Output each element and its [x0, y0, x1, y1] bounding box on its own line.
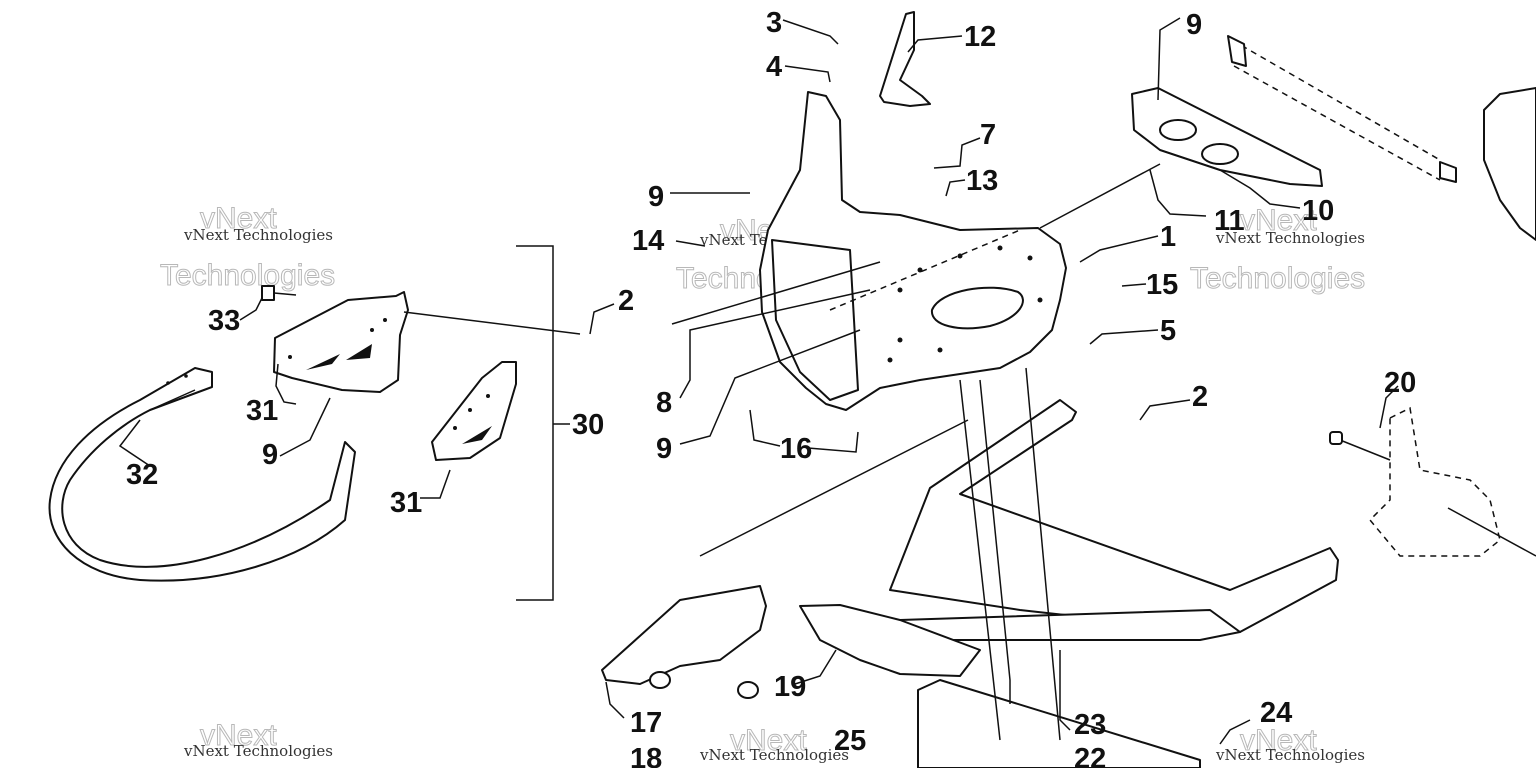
svg-text:vNext Technologies: vNext Technologies	[699, 746, 849, 764]
svg-text:Technologies: Technologies	[160, 259, 335, 292]
svg-text:vNext Technologies: vNext Technologies	[183, 226, 333, 244]
leaders	[118, 17, 1399, 745]
part-main-frame	[799, 399, 1339, 677]
svg-text:vNext: vNext	[730, 724, 807, 757]
callout-23: 23	[1074, 709, 1106, 741]
callout-9-top: 9	[1186, 9, 1202, 41]
svg-text:vNext Technologies: vNext Technologies	[183, 742, 333, 760]
part-plate-12	[879, 11, 931, 107]
part-bracket-upper	[273, 291, 409, 393]
watermark-block-left: vNext vNext Technologies Technologies	[160, 202, 336, 293]
svg-text:vNext: vNext	[200, 719, 277, 752]
callout-2-right: 2	[1192, 381, 1208, 413]
callout-16: 16	[780, 433, 812, 465]
watermark-block-bottom-right: vNext vNext Technologies	[1215, 724, 1365, 765]
callout-17: 17	[630, 707, 662, 739]
callout-3: 3	[766, 7, 782, 39]
svg-text:Technologies: Technologies	[1190, 262, 1365, 295]
watermark-block-right: vNext vNext Technologies Technologies	[1190, 204, 1366, 296]
part-right-mount	[1483, 87, 1536, 241]
group-bracket-30	[516, 245, 570, 601]
callout-13: 13	[966, 165, 998, 197]
callout-31-upper: 31	[246, 395, 278, 427]
callout-31-lower: 31	[390, 487, 422, 519]
callout-25: 25	[834, 725, 866, 757]
part-bracket-17	[601, 585, 767, 699]
part-crossbar-dashed	[1227, 35, 1457, 183]
part-bracket-10	[1131, 87, 1323, 187]
watermark-block-bottom-left: vNext vNext Technologies	[183, 719, 333, 761]
callout-7: 7	[980, 119, 996, 151]
callout-8: 8	[656, 387, 672, 419]
svg-text:vNext: vNext	[1240, 204, 1317, 237]
callout-5: 5	[1160, 315, 1176, 347]
callout-12: 12	[964, 21, 996, 53]
svg-text:vNext: vNext	[1240, 724, 1317, 757]
callout-19: 19	[774, 671, 806, 703]
callout-18: 18	[630, 743, 662, 768]
callout-22: 22	[1074, 743, 1106, 768]
callout-9-bracket: 9	[262, 439, 278, 471]
callout-30: 30	[572, 409, 604, 441]
part-bumper	[48, 367, 356, 582]
part-bulkhead	[759, 91, 1067, 411]
callout-33: 33	[208, 305, 240, 337]
callout-1: 1	[1160, 221, 1176, 253]
callout-20: 20	[1384, 367, 1416, 399]
part-bolt-33	[261, 285, 297, 301]
callout-4: 4	[766, 51, 782, 83]
callout-24: 24	[1260, 697, 1292, 729]
callout-9-left: 9	[648, 181, 664, 213]
callout-10: 10	[1302, 195, 1334, 227]
callout-9-mid: 9	[656, 433, 672, 465]
callout-11: 11	[1214, 205, 1245, 237]
callout-15: 15	[1146, 269, 1178, 301]
part-bracket-lower	[431, 361, 517, 461]
part-bracket-20	[1329, 406, 1536, 557]
callout-2-left: 2	[618, 285, 634, 317]
svg-text:vNext: vNext	[200, 202, 277, 235]
callout-14: 14	[632, 225, 664, 257]
svg-text:vNext Technologies: vNext Technologies	[1215, 229, 1365, 247]
watermark-block-bottom-center: vNext vNext Technologies	[699, 724, 849, 765]
callout-32: 32	[126, 459, 158, 491]
svg-text:vNext Technologies: vNext Technologies	[1215, 746, 1365, 764]
